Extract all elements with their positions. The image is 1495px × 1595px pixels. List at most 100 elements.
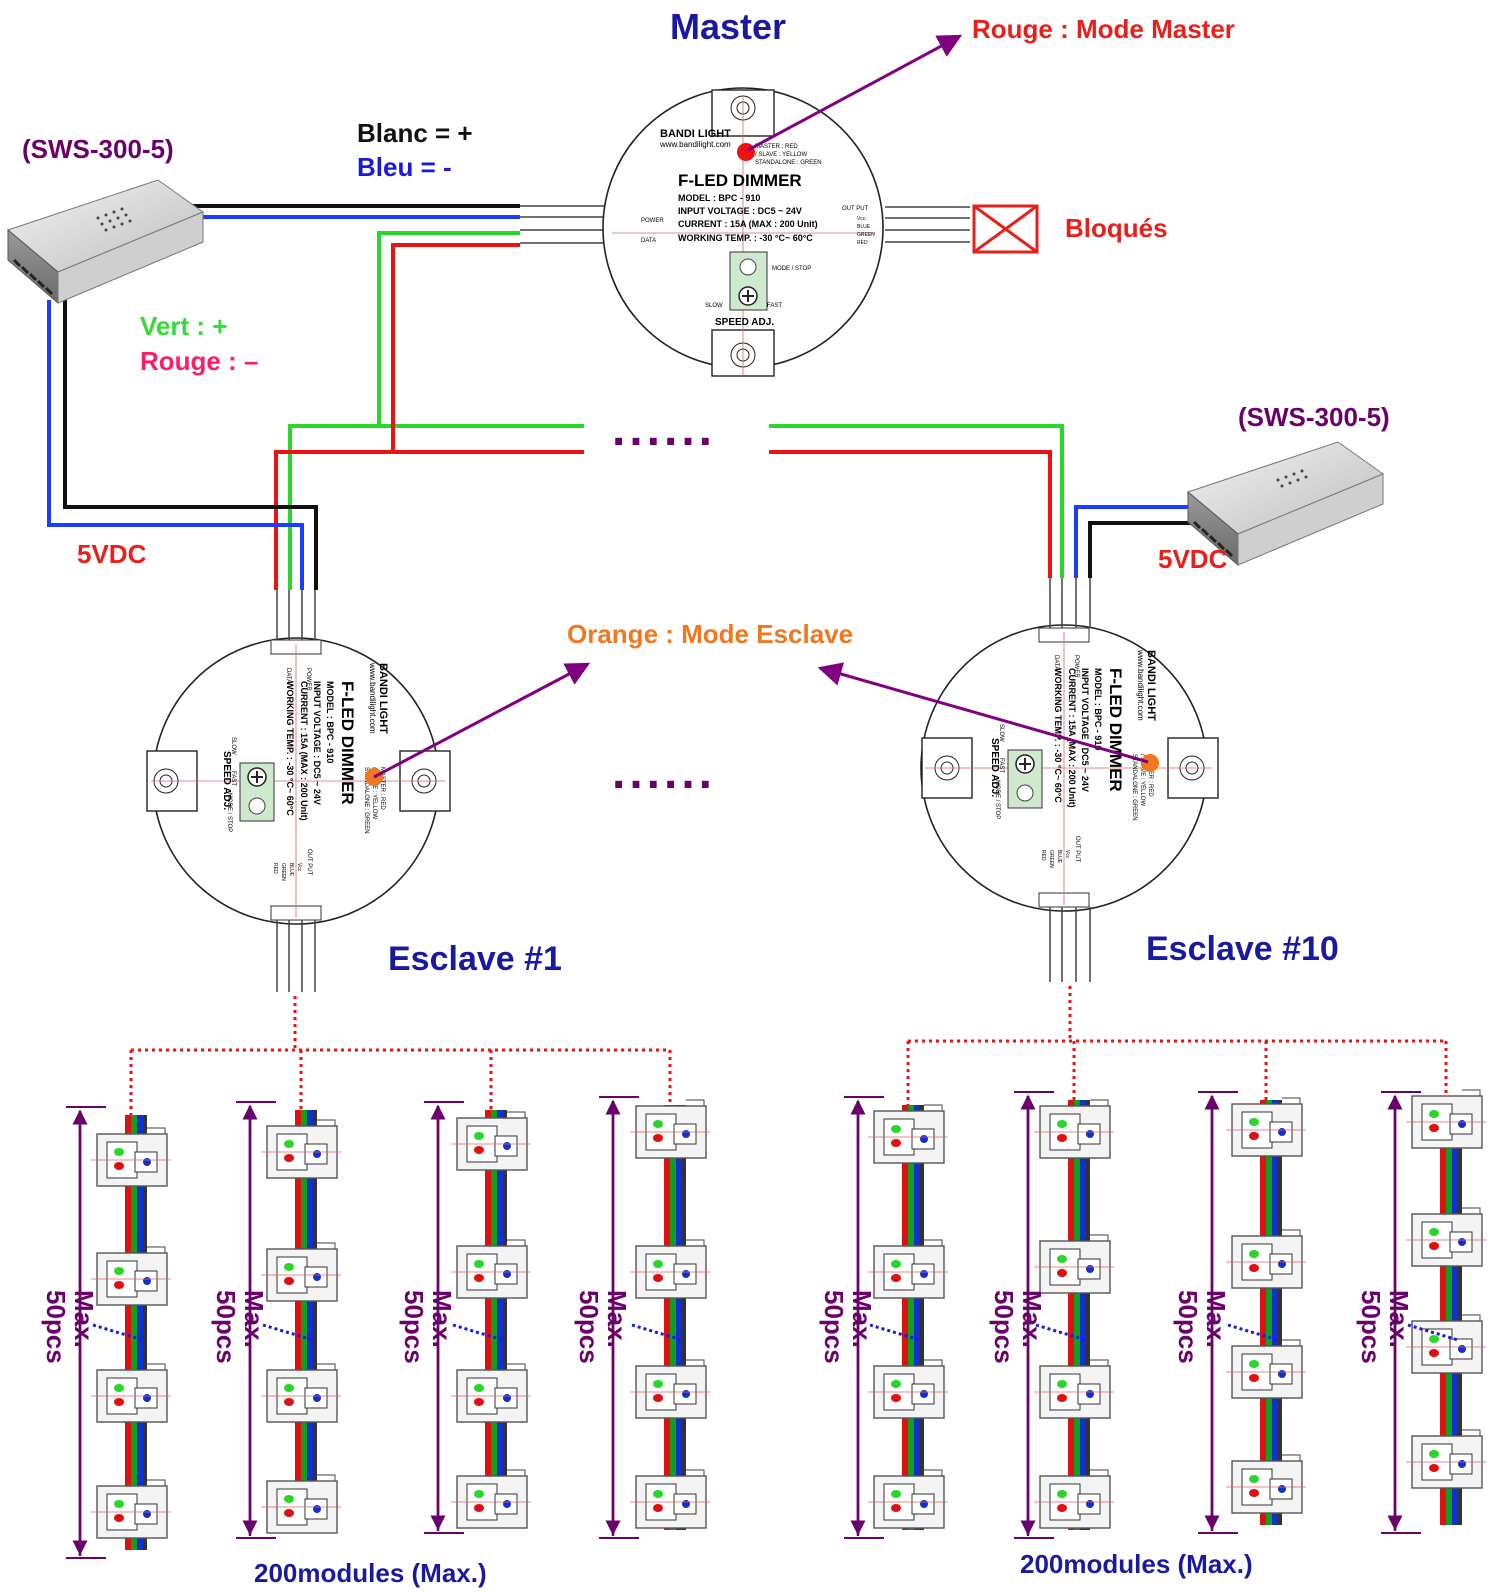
arrow-master-mode [747,34,963,152]
svg-text:WORKING TEMP. : -30 °C~ 60°C: WORKING TEMP. : -30 °C~ 60°C [285,681,295,816]
svg-text:CURRENT : 15A (MAX : 200 Unit: CURRENT : 15A (MAX : 200 Unit) [678,219,818,229]
svg-text:CURRENT : 15A (MAX : 200 Unit: CURRENT : 15A (MAX : 200 Unit) [1067,668,1077,808]
strip-max-line1: Max. [1384,1290,1414,1348]
svg-text:MODE / STOP: MODE / STOP [226,793,232,832]
strip-max-label: Max.50pcs [399,1290,457,1364]
led-strip [844,1096,948,1539]
led-module-icon [868,1359,948,1419]
svg-text:STANDALONE : GREEN: STANDALONE : GREEN [363,767,369,834]
slave10-dimmer: BANDI LIGHT www.bandilight.com MASTER : … [920,578,1219,982]
arrow-slave1-mode [373,662,591,779]
strip-max-line1: Max. [239,1290,269,1348]
strip-max-line1: Max. [1017,1290,1047,1348]
strip-max-line2: 50pcs [989,1290,1019,1364]
orange-mode-label: Orange : Mode Esclave [567,619,854,649]
svg-text:FAST: FAST [998,758,1004,773]
led-module-icon [451,1239,531,1299]
svg-text:OUT PUT: OUT PUT [306,849,312,876]
svg-text:/ SLAVE : YELLOW: / SLAVE : YELLOW [1139,754,1145,806]
strip-max-line1: Max. [602,1290,632,1348]
led-module-icon [1406,1089,1486,1149]
svg-text:Vcc: Vcc [296,863,302,872]
esclave1-title: Esclave #1 [388,940,562,978]
strip-max-line1: Max. [1201,1290,1231,1348]
wire-black-slave1 [63,300,318,590]
svg-text:FAST: FAST [230,771,236,786]
svg-text:SPEED ADJ.: SPEED ADJ. [221,751,232,810]
blocked-output-icon [972,204,1039,254]
vert-label: Vert : + [140,311,228,341]
led-module-icon [868,1239,948,1299]
strip-max-label: Max.50pcs [1356,1290,1414,1364]
svg-text:BANDI LIGHT: BANDI LIGHT [1145,650,1157,721]
master-product-name: F-LED DIMMER [678,171,802,190]
distribution-lines [129,986,1448,1115]
led-module-icon [261,1474,341,1534]
rouge-minus-label: Rouge : – [140,346,259,376]
led-module-icon [868,1469,948,1529]
led-module-icon [1406,1314,1486,1374]
svg-text:SLOW: SLOW [705,303,723,309]
svg-text:INPUT VOLTAGE : DC5 ~ 24V: INPUT VOLTAGE : DC5 ~ 24V [1080,668,1090,792]
svg-text:DATA: DATA [1053,655,1059,670]
svg-text:MASTER : RED: MASTER : RED [755,144,798,150]
psu-left-icon [6,179,205,305]
led-module-icon [451,1111,531,1171]
svg-text:SPEED ADJ.: SPEED ADJ. [989,738,1000,797]
vdc-left-label: 5VDC [77,539,147,569]
psu-right-icon [1186,441,1385,567]
svg-text:GREEN: GREEN [280,863,286,881]
svg-text:BLUE: BLUE [288,863,294,877]
led-module-icon [1226,1229,1306,1289]
led-module-icon [261,1242,341,1302]
svg-text:www.bandilight.com: www.bandilight.com [368,662,377,734]
led-module-icon [1034,1234,1114,1294]
ellipsis-mid: ...... [612,746,717,799]
wire-blue-slave10 [1074,505,1212,578]
slave10-led-orange [1141,754,1159,772]
strip-max-line2: 50pcs [819,1290,849,1364]
led-strips [66,1089,1486,1559]
master-brand: BANDI LIGHT [660,128,731,140]
svg-text:WORKING TEMP. : -30 °C~ 60°C: WORKING TEMP. : -30 °C~ 60°C [678,233,813,243]
svg-text:POWER: POWER [1073,655,1079,678]
led-module-icon [91,1246,171,1306]
led-module-icon [91,1479,171,1539]
master-led-red [737,143,755,161]
strip-max-line2: 50pcs [41,1290,71,1364]
wire-green-data [377,231,584,428]
svg-text:INPUT VOLTAGE : DC5 ~ 24V: INPUT VOLTAGE : DC5 ~ 24V [678,206,802,216]
led-module-icon [261,1363,341,1423]
esclave10-title: Esclave #10 [1146,930,1339,968]
psu-right-label: (SWS-300-5) [1238,402,1390,432]
svg-text:STANDALONE : GREEN: STANDALONE : GREEN [755,160,822,166]
svg-text:F-LED DIMMER: F-LED DIMMER [1106,668,1125,792]
led-module-icon [630,1359,710,1419]
svg-text:FAST: FAST [767,303,782,309]
wire-black-slave10 [1088,521,1217,578]
led-module-icon [1406,1207,1486,1267]
svg-text:GREEN: GREEN [857,232,875,238]
led-module-icon [630,1099,710,1159]
svg-text:STANDALONE : GREEN: STANDALONE : GREEN [1131,754,1137,821]
strip-max-label: Max.50pcs [41,1290,99,1364]
svg-text:RED: RED [857,240,868,246]
svg-text:OUT PUT: OUT PUT [842,206,869,212]
svg-text:GREEN: GREEN [1048,850,1054,868]
svg-text:MODE / STOP: MODE / STOP [994,780,1000,819]
svg-text:DATA: DATA [641,238,656,244]
svg-text:/ SLAVE : YELLOW: / SLAVE : YELLOW [755,152,807,158]
svg-text:SLOW: SLOW [998,724,1004,742]
strip-max-line1: Max. [427,1290,457,1348]
modules-right-label: 200modules (Max.) [1020,1549,1253,1579]
wire-blue-slave1 [47,300,304,590]
master-dimmer: BANDI LIGHT www.bandilight.com MASTER : … [602,87,884,377]
led-strip [1014,1091,1114,1539]
svg-text:POWER: POWER [641,218,664,224]
svg-text:CURRENT : 15A (MAX : 200 Unit: CURRENT : 15A (MAX : 200 Unit) [299,681,309,821]
master-url: www.bandilight.com [659,140,731,149]
svg-text:DATA: DATA [285,668,291,683]
led-module-icon [1406,1429,1486,1489]
led-strip [1198,1091,1306,1534]
